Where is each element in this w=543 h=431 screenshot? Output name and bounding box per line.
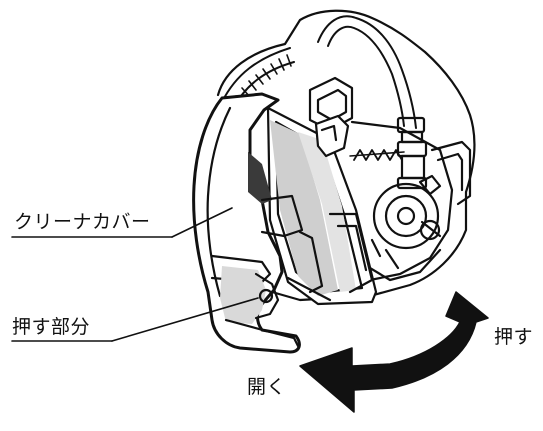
label-open: 開く [247, 376, 287, 398]
ribbed-hose [221, 47, 291, 103]
leader-lines [11, 207, 259, 342]
push-area [220, 266, 266, 324]
label-push: 押す [494, 326, 534, 348]
curved-arrow-icon [299, 291, 489, 413]
air-cleaner-frame [266, 106, 378, 306]
label-cleaner-cover: クリーナカバー [14, 211, 151, 233]
fuel-line [317, 15, 417, 129]
label-push-area: 押す部分 [12, 316, 91, 338]
filter-element [270, 120, 338, 296]
cleaner-cover [192, 92, 304, 354]
